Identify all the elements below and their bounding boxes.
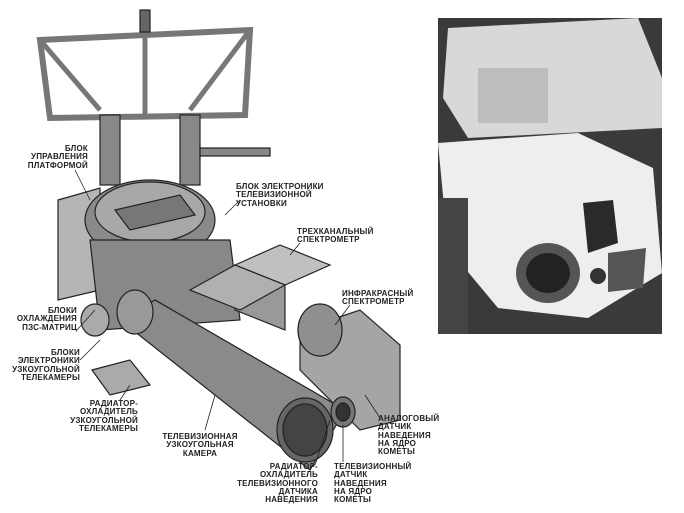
label-infrared-spectrometer: ИНФРАКРАСНЫЙ СПЕКТРОМЕТР [342, 289, 414, 307]
label-ccd-cooling: БЛОКИ ОХЛАЖДЕНИЯ ПЗС-МАТРИЦ [16, 306, 77, 332]
label-narrow-radiator: РАДИАТОР- ОХЛАДИТЕЛЬ УЗКОУГОЛЬНОЙ ТЕЛЕКА… [70, 399, 138, 433]
label-tv-electronics: БЛОК ЭЛЕКТРОНИКИ ТЕЛЕВИЗИОННОЙ УСТАНОВКИ [236, 182, 324, 208]
leader-lines [74, 169, 381, 466]
label-narrow-camera: ТЕЛЕВИЗИОННАЯ УЗКОУГОЛЬНАЯ КАМЕРА [162, 432, 238, 458]
label-narrow-electronics: БЛОКИ ЭЛЕКТРОНИКИ УЗКОУГОЛЬНОЙ ТЕЛЕКАМЕР… [12, 348, 80, 382]
instrument-photo [438, 18, 662, 334]
label-three-channel-spectrometer: ТРЕХКАНАЛЬНЫЙ СПЕКТРОМЕТР [297, 227, 374, 245]
label-sensor-radiator: РАДИАТОР- ОХЛАДИТЕЛЬ ТЕЛЕВИЗИОННОГО ДАТЧ… [237, 462, 318, 505]
instrument-platform-drawing [36, 9, 401, 471]
label-tv-sensor: ТЕЛЕВИЗИОННЫЙ ДАТЧИК НАВЕДЕНИЯ НА ЯДРО К… [334, 462, 412, 505]
label-analog-sensor: АНАЛОГОВЫЙ ДАТЧИК НАВЕДЕНИЯ НА ЯДРО КОМЕ… [378, 414, 440, 457]
antenna-frame [36, 26, 254, 122]
label-platform-control: БЛОК УПРАВЛЕНИЯ ПЛАТФОРМОЙ [27, 144, 88, 170]
